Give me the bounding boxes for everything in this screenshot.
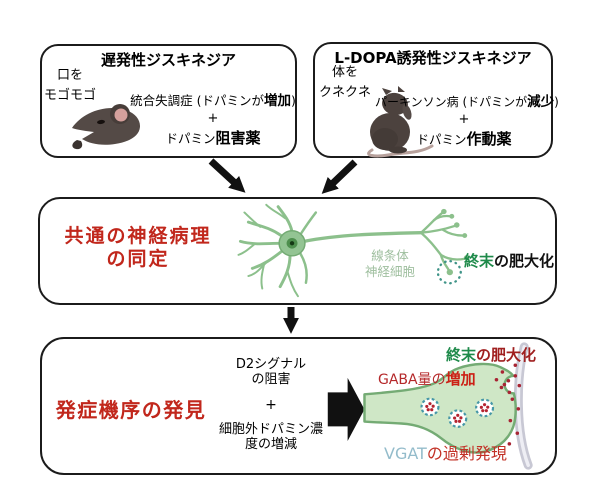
tardive-cause-column: 統合失調症 (ドパミンが増加) + ドパミン阻害薬	[130, 89, 296, 148]
ldopa-symptom-text: 体を クネクネ	[319, 63, 371, 102]
mechanism-box: 発症機序の発見 D2シグナル の阻害 + 細胞外ドパミン濃 度の増減 終末の肥大…	[40, 337, 557, 475]
tardive-drug-text: ドパミン阻害薬	[130, 127, 296, 148]
drug-prefix: ドパミン	[416, 132, 467, 147]
tardive-symptom-line1: 口を	[57, 68, 84, 83]
mouse-haunch	[372, 128, 398, 150]
neuron-label-line1: 線条体	[371, 248, 409, 263]
terminal-boutons	[441, 208, 470, 276]
gaba-vesicles	[420, 397, 495, 428]
ldopa-symptom-line1: 体を	[332, 65, 359, 80]
common-pathology-box: 共通の神経病理 の同定 線条体 神経細胞 終末の肥大化	[38, 197, 557, 305]
cause-bold: 減少	[527, 94, 555, 110]
gaba-bold: 増加	[445, 370, 476, 388]
tardive-box-title: 遅発性ジスキネジア	[100, 51, 236, 69]
cause-suffix: )	[554, 95, 559, 109]
vgat-overexpression-label: VGATの過剰発現	[384, 440, 507, 464]
tardive-cause-text: 統合失調症 (ドパミンが増加)	[130, 89, 296, 109]
dopamine-concentration-line2: 度の増減	[244, 437, 297, 452]
tardive-dyskinesia-box: 遅発性ジスキネジア 口を モゴモゴ 統合失調症 (ドパミンが増加) + ドパミン…	[40, 44, 297, 158]
drug-bold: 阻害薬	[215, 129, 261, 147]
hypertrophied-terminal-shape	[363, 362, 517, 454]
gaba-increase-label: GABA量の増加	[378, 368, 476, 389]
block-right-arrow-icon	[327, 377, 365, 441]
synaptic-terminal-illustration	[327, 342, 533, 470]
tardive-symptom-line2: モゴモゴ	[44, 87, 97, 103]
tardive-symptom-text: 口を モゴモゴ	[44, 66, 96, 105]
dotted-highlight-circle	[436, 259, 462, 285]
mouse-ear-right	[398, 86, 405, 92]
dopamine-concentration-line1: 細胞外ドパミン濃	[218, 422, 323, 437]
d2-signal-line2: の阻害	[251, 372, 291, 387]
tardive-plus-sign: +	[207, 111, 219, 126]
ldopa-cause-text: パーキンソン病 (ドパミンが減少)	[375, 90, 559, 110]
mouse-head	[382, 92, 408, 116]
neuron-label-line2: 神経細胞	[364, 263, 415, 279]
mouse-paws	[402, 104, 412, 120]
vesicle	[448, 409, 468, 428]
ldopa-cause-column: パーキンソン病 (ドパミンが減少) + ドパミン作動薬	[375, 90, 559, 149]
mouse-ear-inner	[114, 108, 128, 122]
postsynaptic-membrane-highlight	[516, 345, 530, 467]
ldopa-drug-text: ドパミン作動薬	[375, 128, 553, 149]
cause-bold: 増加	[263, 93, 291, 109]
mouse-sitting-twisting-illustration	[367, 86, 434, 158]
mechanism-heading: 発症機序の発見	[55, 398, 207, 422]
mouse-tail	[367, 144, 434, 158]
mouse-head-chewing-illustration	[72, 104, 140, 150]
axon-terminal-arbor	[419, 211, 466, 272]
striatal-neuron-illustration	[237, 203, 470, 298]
cause-prefix: パーキンソン病 (ドパミンが	[375, 95, 528, 109]
pathology-heading-line1: 共通の神経病理	[64, 225, 212, 247]
cause-prefix: 統合失調症 (ドパミンが	[130, 93, 264, 108]
d2-signal-line1: D2シグナル	[235, 357, 307, 372]
hypertrophy-black-part: の肥大化	[494, 252, 555, 270]
mouse-eye	[97, 119, 105, 125]
ldopa-plus-sign: +	[458, 112, 470, 127]
striatal-neuron-label: 線条体 神経細胞	[335, 248, 445, 279]
released-gaba-dots	[494, 363, 522, 446]
mechanism-factors-column: D2シグナル の阻害 + 細胞外ドパミン濃 度の増減	[192, 357, 350, 452]
ldopa-symptom-line2: クネクネ	[319, 84, 372, 100]
pathology-heading: 共通の神経病理 の同定	[52, 225, 224, 271]
cause-suffix: )	[290, 93, 296, 108]
mouse-foot	[389, 146, 407, 154]
vgat-name: VGAT	[384, 444, 427, 463]
arrow-down-right-icon	[208, 158, 246, 193]
arrow-down-left-icon	[321, 159, 358, 194]
mouse-ear-left	[382, 88, 392, 95]
mouse-jaw-curl	[72, 140, 83, 150]
ldopa-dyskinesia-box: L-DOPA誘発性ジスキネジア 体を クネクネ パーキンソン病 (ドパミンが減少…	[313, 42, 559, 158]
vesicle	[475, 398, 495, 418]
hypertrophy-green-part: 終末	[446, 346, 477, 364]
drug-bold: 作動薬	[466, 130, 512, 148]
neuron-axon	[302, 231, 423, 244]
pathology-heading-line2: の同定	[106, 248, 170, 271]
terminal-hypertrophy-label-2: 終末の肥大化	[446, 344, 536, 365]
drug-prefix: ドパミン	[165, 131, 216, 146]
mechanism-plus-sign: +	[265, 397, 277, 413]
neuron-nucleolus	[289, 241, 295, 246]
hypertrophy-green-part: 終末	[464, 252, 495, 270]
gaba-prefix: GABA量の	[378, 372, 446, 388]
vgat-rest: の過剰発現	[426, 444, 507, 463]
neuron-dendrites	[237, 203, 318, 298]
vesicle	[420, 397, 440, 417]
terminal-hypertrophy-label: 終末の肥大化	[464, 250, 554, 271]
hypertrophy-red-part: の肥大化	[476, 346, 537, 364]
ldopa-box-title: L-DOPA誘発性ジスキネジア	[334, 49, 532, 67]
